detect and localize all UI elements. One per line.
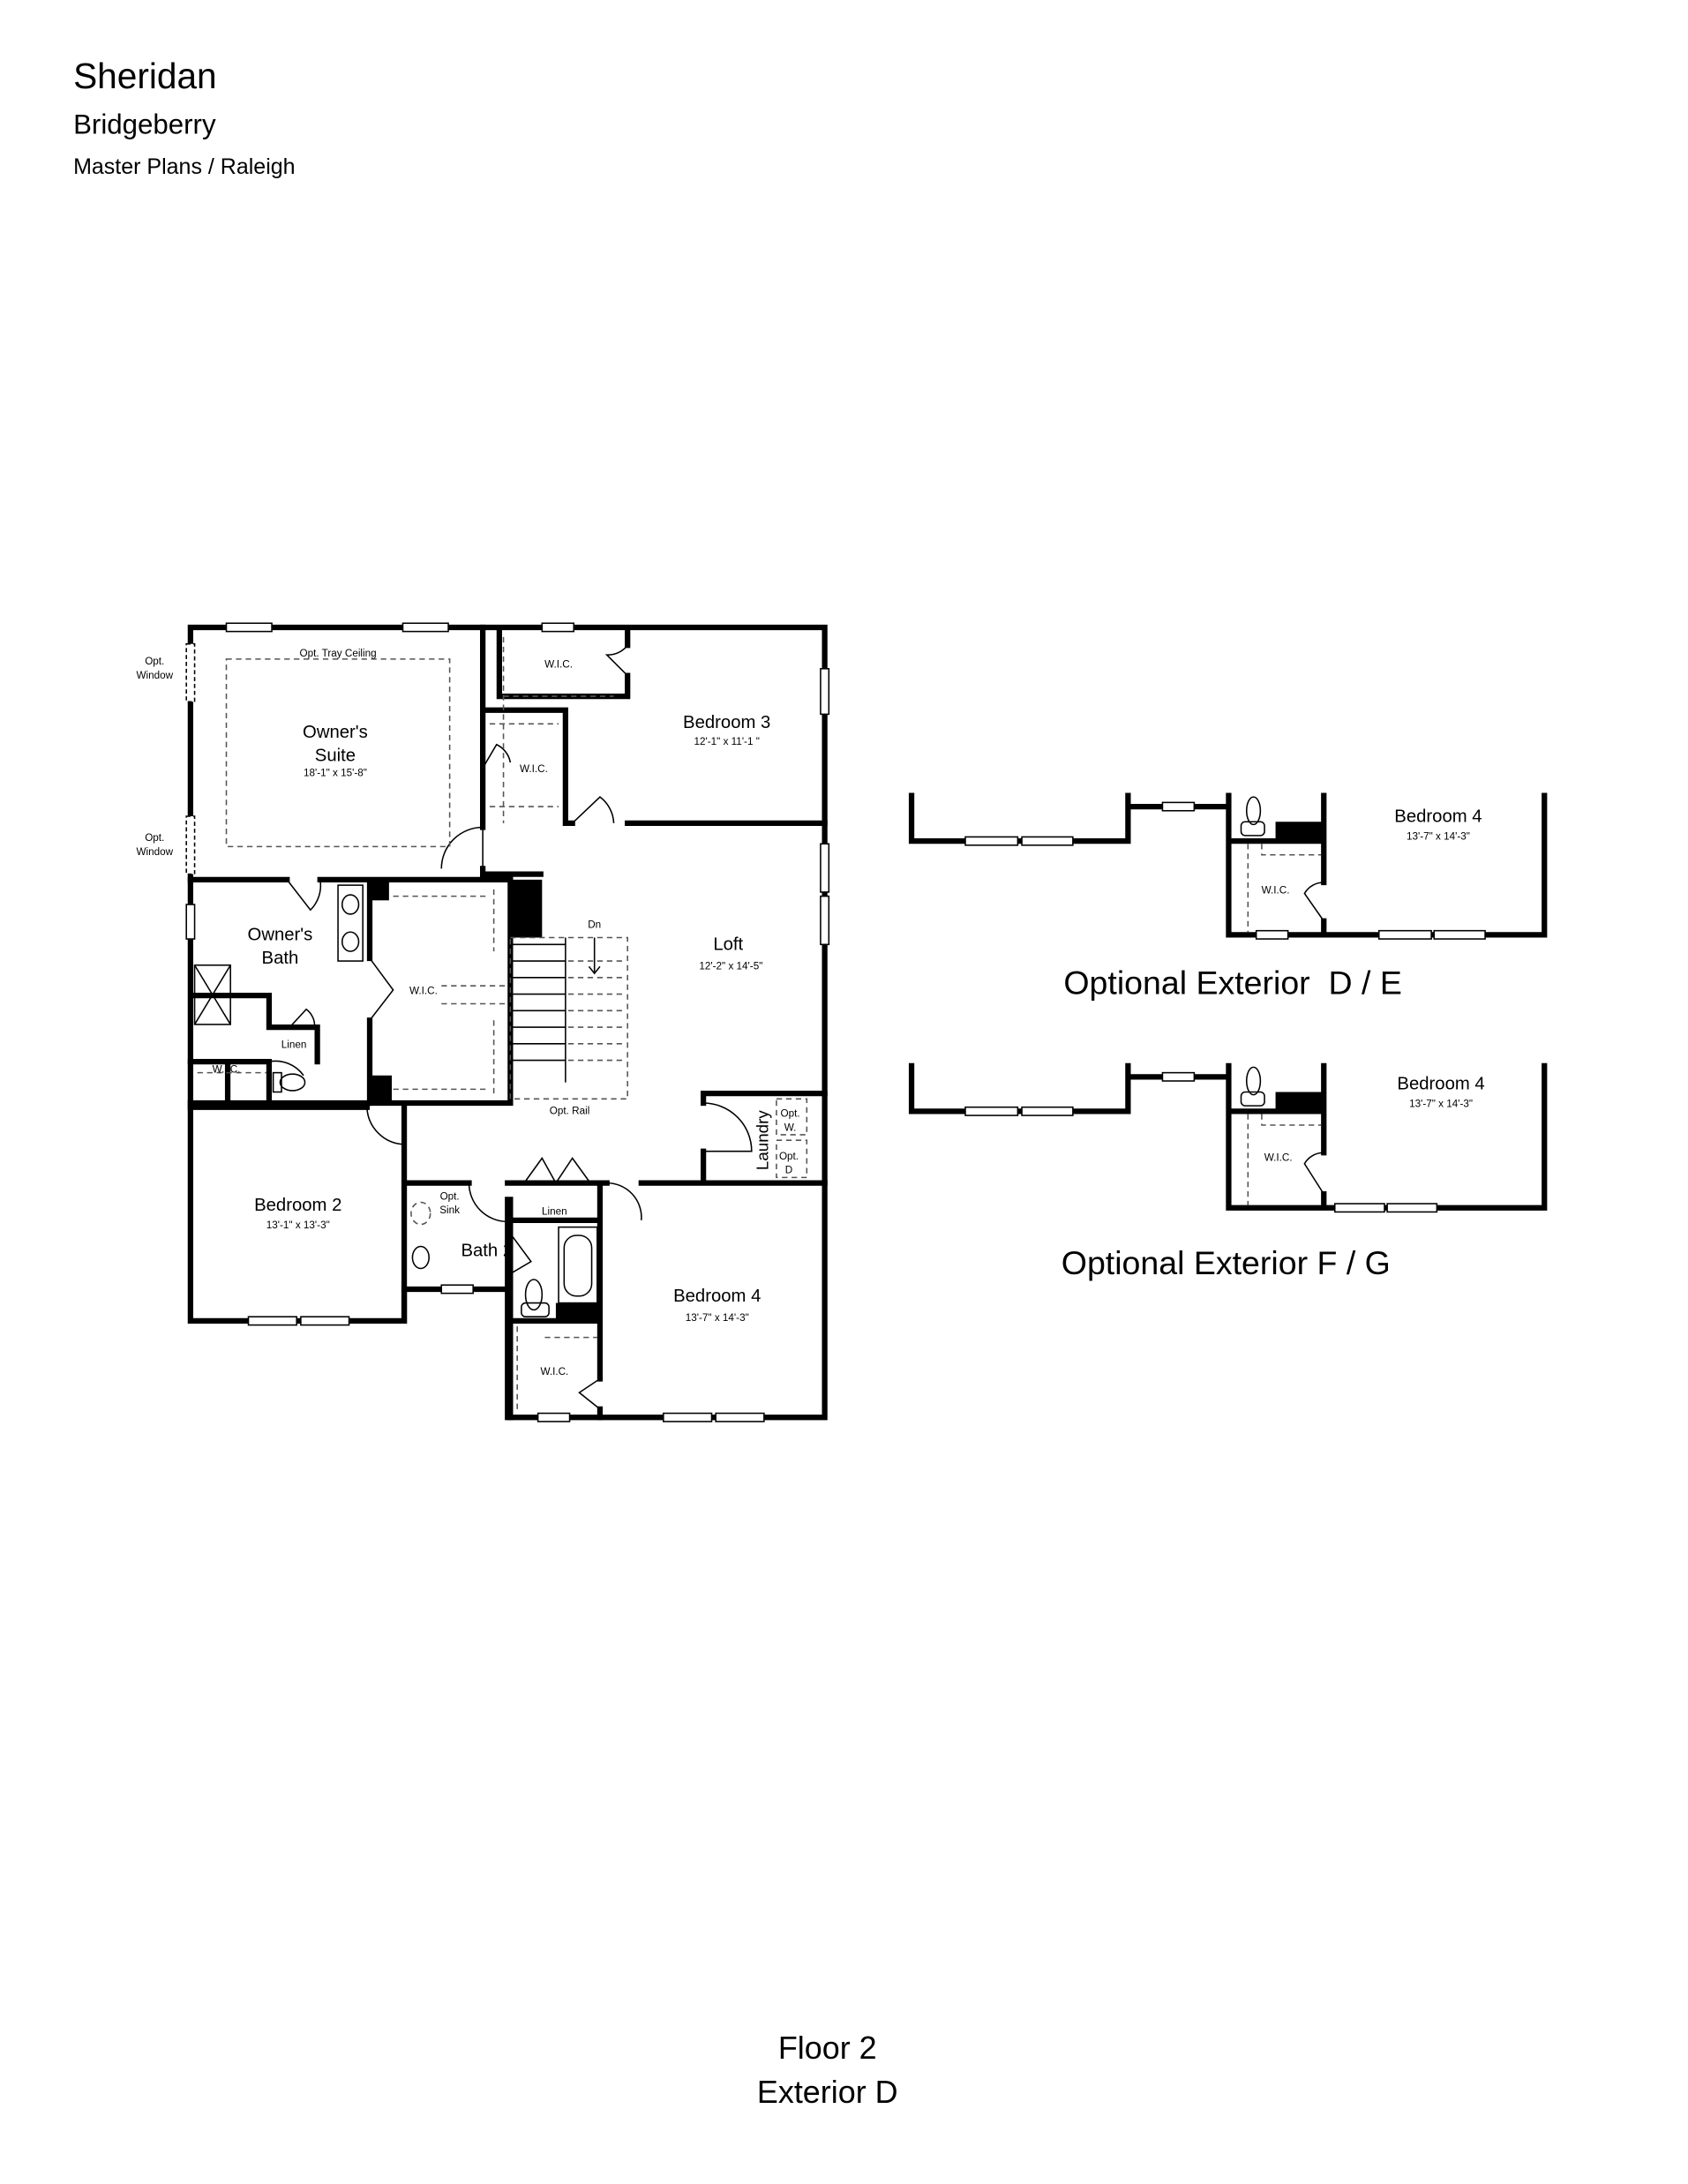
- wic-label: W.I.C.: [540, 1366, 568, 1377]
- breadcrumb: Master Plans / Raleigh: [73, 154, 296, 179]
- laundry-label: Laundry: [754, 1110, 772, 1170]
- opt-rail-label: Opt. Rail: [550, 1106, 590, 1117]
- opt-dryer-label: Opt.: [779, 1151, 799, 1162]
- opt-sink-label: Opt.: [440, 1190, 460, 1202]
- bedroom4-label: Bedroom 4: [673, 1287, 761, 1306]
- opt-window-label: Opt.: [145, 832, 164, 844]
- optional-exterior-title: Optional Exterior D / E: [1063, 964, 1401, 1002]
- loft-dims: 12'-2" x 14'-5": [699, 960, 762, 972]
- structural-column: [370, 879, 389, 901]
- structural-column: [510, 879, 543, 938]
- door-swings: [268, 644, 753, 1410]
- main-floor-plan: Opt. Tray Ceiling Opt. Window Opt. Windo…: [136, 622, 830, 1422]
- bath2-label: Bath 2: [461, 1241, 513, 1260]
- owners-suite-label: Suite: [315, 747, 356, 766]
- exterior-label: Exterior D: [757, 2074, 898, 2110]
- opt-dryer-label: D: [785, 1165, 792, 1176]
- wic-label: W.I.C.: [213, 1064, 241, 1076]
- bedroom4-label: Bedroom 4: [1397, 1074, 1484, 1093]
- opt-washer-label: Opt.: [781, 1108, 800, 1120]
- opt-tray-ceiling-label: Opt. Tray Ceiling: [299, 648, 376, 659]
- bedroom4-dims: 13'-7" x 14'-3": [1407, 831, 1470, 843]
- bedroom4-dims: 13'-7" x 14'-3": [1409, 1099, 1473, 1110]
- optional-exterior-fg: Bedroom 4 13'-7" x 14'-3" W.I.C. Optiona…: [908, 1062, 1548, 1281]
- optional-exterior-title: Optional Exterior F / G: [1062, 1244, 1391, 1281]
- structural-column: [370, 1075, 392, 1107]
- opt-tray-ceiling: [225, 658, 451, 848]
- laundry-appliances: [776, 1098, 808, 1179]
- linen-label: Linen: [281, 1039, 307, 1051]
- plan-name: Sheridan: [73, 56, 217, 96]
- owners-suite-dims: 18'-1" x 15'-8": [304, 768, 367, 779]
- owners-bath-label: Owner's: [248, 926, 313, 945]
- staircase[interactable]: [509, 936, 628, 1100]
- bedroom3-dims: 12'-1" x 11'-1 ": [694, 736, 760, 747]
- opt-washer-label: W.: [784, 1122, 797, 1133]
- loft-label: Loft: [713, 935, 743, 955]
- windows: [185, 622, 830, 1422]
- wic-label: W.I.C.: [1262, 884, 1290, 896]
- bedroom4-dims: 13'-7" x 14'-3": [686, 1312, 749, 1324]
- structural-column: [555, 1302, 600, 1321]
- bedroom4-label: Bedroom 4: [1394, 807, 1482, 826]
- closet-shelves: [197, 636, 614, 1414]
- community-name: Bridgeberry: [73, 109, 216, 140]
- wic-label: W.I.C.: [1264, 1152, 1293, 1164]
- owners-suite-label: Owner's: [303, 723, 368, 742]
- opt-window-label: Opt.: [145, 656, 164, 667]
- wic-label: W.I.C.: [544, 658, 573, 670]
- bedroom3-label: Bedroom 3: [683, 713, 770, 732]
- floor-label: Floor 2: [778, 2030, 877, 2066]
- wic-label: W.I.C.: [409, 986, 438, 997]
- wic-label: W.I.C.: [520, 763, 548, 775]
- opt-sink-label: Sink: [439, 1205, 460, 1216]
- stairs-down-label: Dn: [588, 919, 601, 931]
- bedroom2-label: Bedroom 2: [254, 1196, 341, 1215]
- opt-window-label: Window: [136, 846, 173, 858]
- owners-bath-label: Bath: [262, 949, 299, 968]
- linen-label: Linen: [542, 1206, 567, 1218]
- bedroom2-dims: 13'-1" x 13'-3": [266, 1220, 330, 1231]
- plumbing-fixtures: [193, 884, 598, 1317]
- optional-exterior-de: Bedroom 4 13'-7" x 14'-3" W.I.C. Optiona…: [908, 792, 1548, 1002]
- opt-window-label: Window: [136, 670, 173, 681]
